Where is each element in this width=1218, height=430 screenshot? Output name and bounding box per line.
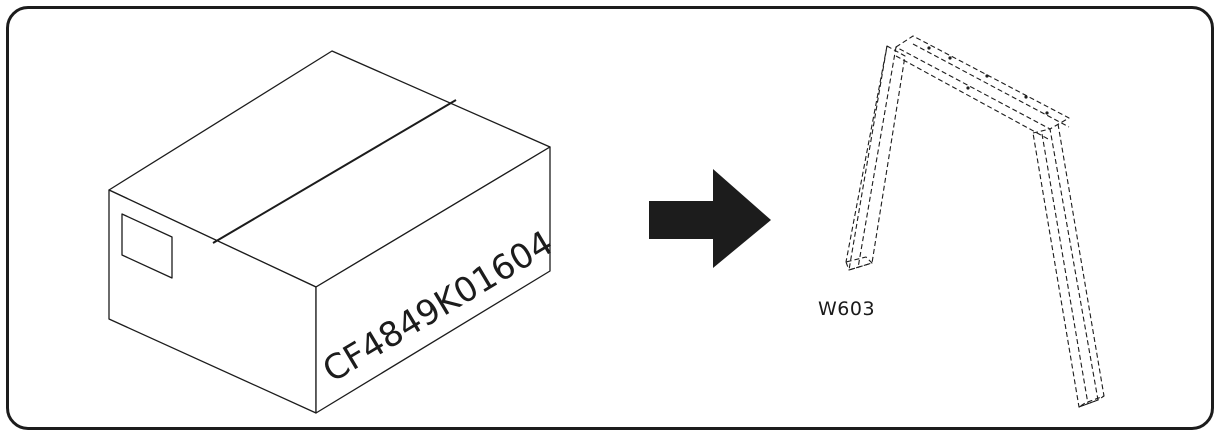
right-arrow-icon — [649, 169, 771, 268]
frame-right-leg-edge — [1041, 133, 1089, 405]
frame-holes — [927, 46, 1049, 115]
frame-left-leg-edge — [857, 46, 897, 269]
frame-hole — [1024, 95, 1028, 99]
frame-left-leg-back — [845, 45, 888, 263]
frame-right-leg-back — [1057, 123, 1105, 397]
frame-hole — [948, 56, 952, 60]
package-box — [108, 50, 551, 414]
frame-top-beam-edge — [895, 55, 1051, 141]
box-label-window — [121, 213, 173, 279]
frame-part — [845, 35, 1105, 408]
box-side-face — [315, 146, 551, 414]
frame-hole — [985, 74, 989, 78]
frame-hole — [1045, 111, 1049, 115]
frame-hole — [966, 86, 970, 90]
part-label: W603 — [818, 298, 876, 320]
frame-right-leg — [1032, 128, 1099, 408]
frame-left-leg — [848, 45, 906, 271]
frame-top-beam — [895, 35, 1070, 130]
box-tape-seam — [212, 99, 457, 244]
frame-top-beam-inner — [912, 43, 1070, 128]
frame-right-leg-foot — [1078, 395, 1105, 408]
diagram-canvas: CF4849K01604 — [108, 35, 1105, 414]
frame-left-leg-foot — [845, 256, 873, 271]
frame-hole — [927, 46, 931, 50]
